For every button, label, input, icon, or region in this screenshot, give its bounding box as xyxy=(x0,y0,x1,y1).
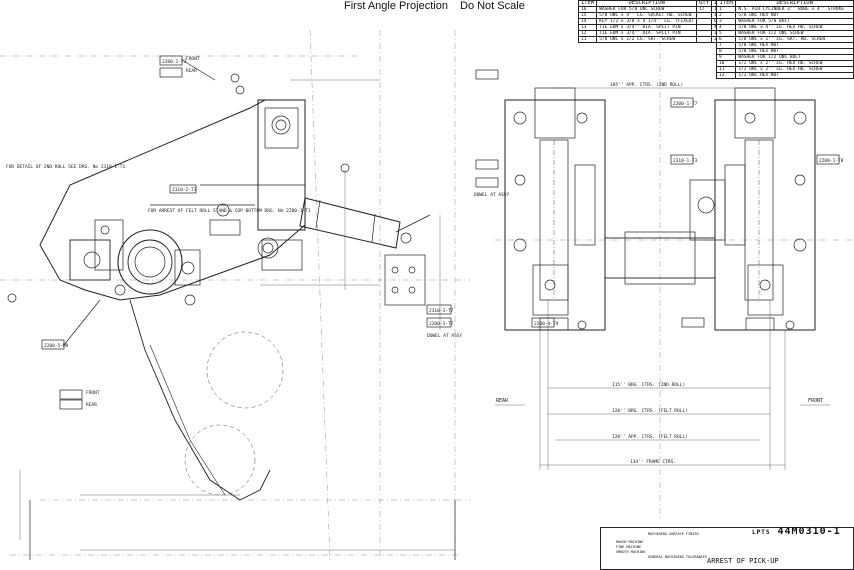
bom-right-col-item: ITEM xyxy=(715,0,737,7)
roll-clamp xyxy=(69,219,201,306)
title-block xyxy=(600,527,854,570)
right-ref-tag-4: 2200-4-T9 xyxy=(534,321,559,327)
drawing-title: ARREST OF PICK-UP xyxy=(707,557,779,565)
tb-note-2: ROUGH MACHINE xyxy=(616,540,644,544)
right-ref-tag-2: 2310-1-T3 xyxy=(673,158,698,164)
dim-felt-roll-brg: 120'' BRG. CTRS. (FELT ROLL) xyxy=(612,408,688,414)
left-ref-tag-1: 2380-2-T3 xyxy=(162,59,187,65)
dim-felt-roll-app: 120'' APP. CTRS. (FELT ROLL) xyxy=(612,434,688,440)
left-ref-tag-2: 2310-2-T3 xyxy=(172,187,197,193)
left-frame xyxy=(504,99,606,331)
bom-left-col-item: ITEM xyxy=(577,0,598,7)
roll-shaft xyxy=(604,237,716,279)
right-frame xyxy=(714,99,816,331)
bom-cell: 5/8 UNC x 1/2 LG. SKT. SCREW xyxy=(596,36,698,43)
bom-cell: 5/8 UNC x 4'' LG. SOCKET HD. SCREW xyxy=(596,12,698,19)
main-bracket xyxy=(39,99,306,301)
right-dowel-label: DOWEL AT ASSY xyxy=(474,192,510,198)
left-front-label-top: FRONT xyxy=(186,56,200,62)
left-ref-tag-3: 2200-5-M9 xyxy=(44,343,69,349)
left-rear-label-top: REAR xyxy=(186,68,197,74)
construction-lines xyxy=(0,29,854,561)
right-ref-tag-1: 2200-1-T7 xyxy=(673,101,698,107)
left-ref-tag-5: 2200-3-T7 xyxy=(429,321,454,327)
left-front-label-bottom: FRONT xyxy=(86,390,100,396)
top-block xyxy=(257,99,306,231)
tb-note-4: SMOOTH MACHINE xyxy=(616,550,646,554)
tb-note-3: FINE MACHINE xyxy=(616,545,642,549)
tb-note-5: GENERAL MACHINING TOLERANCES xyxy=(648,555,708,559)
dim-frame-ctrs: 134'' FRAME CTRS. xyxy=(630,459,676,465)
lower-arm xyxy=(129,299,271,501)
note-arrest-felt-roll: FOR ARREST OF FELT ROLL STAND & COP BOTT… xyxy=(148,208,311,214)
drawing-number-value: 44M0310-1 xyxy=(777,526,841,537)
right-ref-tag-3: 2200-1-T8 xyxy=(819,158,844,164)
drawing-number: LPTS 44M0310-1 xyxy=(752,526,841,537)
dim-2nd-roll-app: 105'' APP. CTRS. (2ND ROLL) xyxy=(610,82,683,88)
do-not-scale-label: Do Not Scale xyxy=(460,0,525,12)
left-rear-label-bottom: REAR xyxy=(86,402,97,408)
note-detail-2nd-roll: FOR DETAIL OF 2ND ROLL SEE DRG. No 2310-… xyxy=(6,164,125,170)
projection-label: First Angle Projection xyxy=(344,0,448,12)
bom-cell xyxy=(696,36,713,43)
drawing-prefix: LPTS xyxy=(752,529,771,536)
dim-2nd-roll-brg: 115'' BRG. CTRS. (2ND ROLL) xyxy=(612,382,685,388)
left-ref-tag-4: 2310-3-T7 xyxy=(429,308,454,314)
tb-note-1: MACHINING SURFACE FINISH xyxy=(648,532,699,536)
right-front-label: FRONT xyxy=(808,398,823,404)
bom-cell: 1/2 UNC HEX NUT xyxy=(735,72,854,79)
table-row: 115/8 UNC x 1/2 LG. SKT. SCREW2 xyxy=(577,36,731,43)
left-view xyxy=(7,55,455,551)
bom-cell: N.S. AIR CYLINDER 3'' BORE x 4'' STROKE xyxy=(735,6,854,13)
left-dowel-label: DOWEL AT ASSY xyxy=(427,333,463,339)
bom-cell: 11 xyxy=(577,36,598,43)
bom-cell: 12 xyxy=(715,72,737,79)
right-view xyxy=(475,69,840,470)
air-cylinder xyxy=(299,197,431,306)
bom-cell: KEY 1/2 x 3/8 x 4 1/4'' LG. (FIXED) xyxy=(596,18,698,25)
right-rear-label: REAR xyxy=(496,398,509,404)
